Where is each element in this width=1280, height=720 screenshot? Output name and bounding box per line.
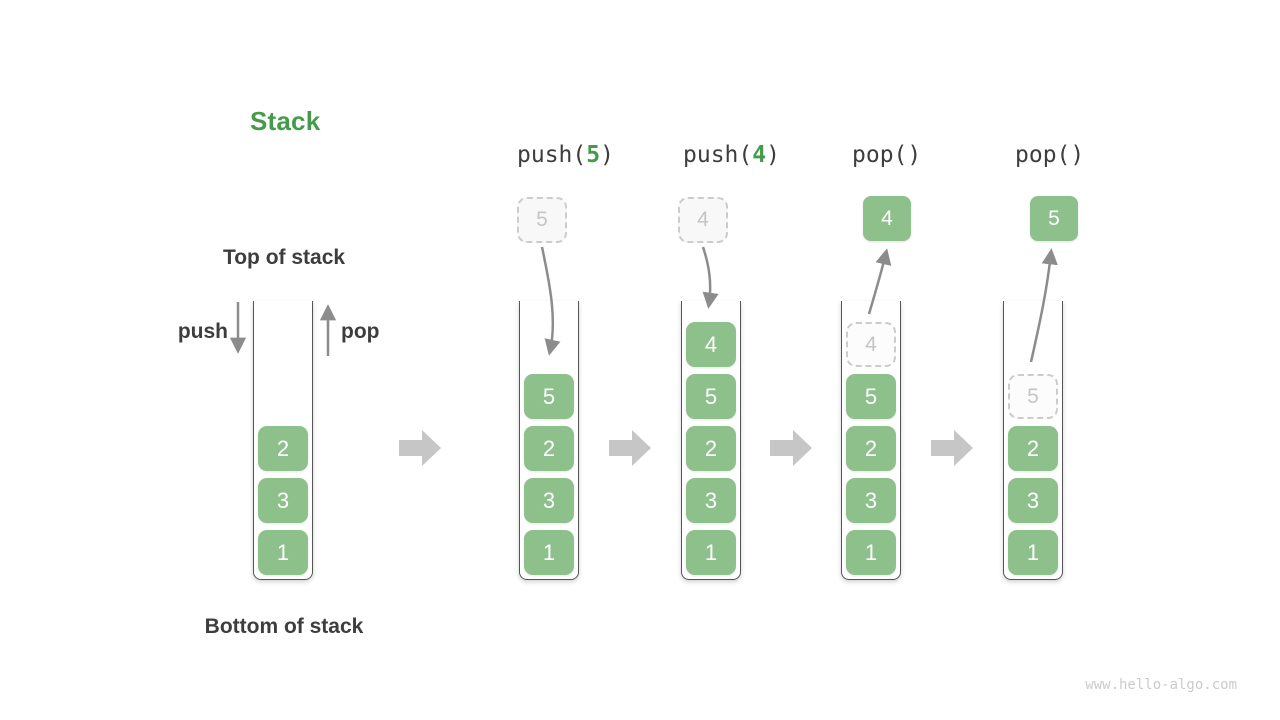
push-4-curve-arrow-icon [701,246,719,309]
stack-container-during-pop-4: 4 5 2 3 1 [841,301,901,580]
floating-value-dashed-4: 4 [678,197,728,243]
operation-label-pop-2: pop() [1015,142,1084,168]
stack-cell: 1 [686,530,736,575]
stack-cell: 5 [686,374,736,419]
op-text: pop() [1015,142,1085,168]
top-of-stack-label: Top of stack [222,246,346,269]
floating-value-dashed-5: 5 [517,197,567,243]
stack-cell: 3 [686,478,736,523]
stack-cell: 3 [524,478,574,523]
stack-cell: 3 [1008,478,1058,523]
operation-label-pop-1: pop() [852,142,921,168]
transition-arrow-icon [399,430,441,466]
stack-cell: 2 [524,426,574,471]
stack-cell: 5 [524,374,574,419]
op-text: pop() [852,142,922,168]
stack-cell: 1 [1008,530,1058,575]
stack-cell: 2 [846,426,896,471]
stack-cell: 2 [686,426,736,471]
op-text: ) [766,142,780,168]
diagram-title: Stack [250,106,321,136]
op-text: ) [600,142,614,168]
stack-cell: 1 [846,530,896,575]
stack-cell: 4 [686,322,736,367]
bottom-of-stack-label: Bottom of stack [204,615,364,638]
stack-cell: 1 [258,530,308,575]
operation-label-push-5: push(5) [517,142,614,168]
op-arg: 4 [752,142,767,168]
watermark: www.hello-algo.com [1085,677,1237,693]
stack-cell: 3 [258,478,308,523]
op-text: push( [683,142,753,168]
stack-cell: 2 [258,426,308,471]
stack-container-during-pop-5: 5 2 3 1 [1003,301,1063,580]
transition-arrow-icon [931,430,973,466]
pop-label: pop [341,320,380,343]
stack-cell: 5 [846,374,896,419]
op-arg: 5 [586,142,601,168]
stack-container-after-push-4: 4 5 2 3 1 [681,301,741,580]
floating-value-popped-5: 5 [1030,196,1078,241]
op-text: push( [517,142,587,168]
transition-arrow-icon [609,430,651,466]
stack-cell: 1 [524,530,574,575]
stack-cell-ghost: 5 [1008,374,1058,419]
stack-cell: 2 [1008,426,1058,471]
push-label: push [177,320,228,343]
stack-container-after-push-5: 5 2 3 1 [519,301,579,580]
floating-value-popped-4: 4 [863,196,911,241]
transition-arrow-icon [770,430,812,466]
stack-cell: 3 [846,478,896,523]
stack-cell-ghost: 4 [846,322,896,367]
operation-label-push-4: push(4) [683,142,780,168]
stack-container-initial: 2 3 1 [253,301,313,580]
